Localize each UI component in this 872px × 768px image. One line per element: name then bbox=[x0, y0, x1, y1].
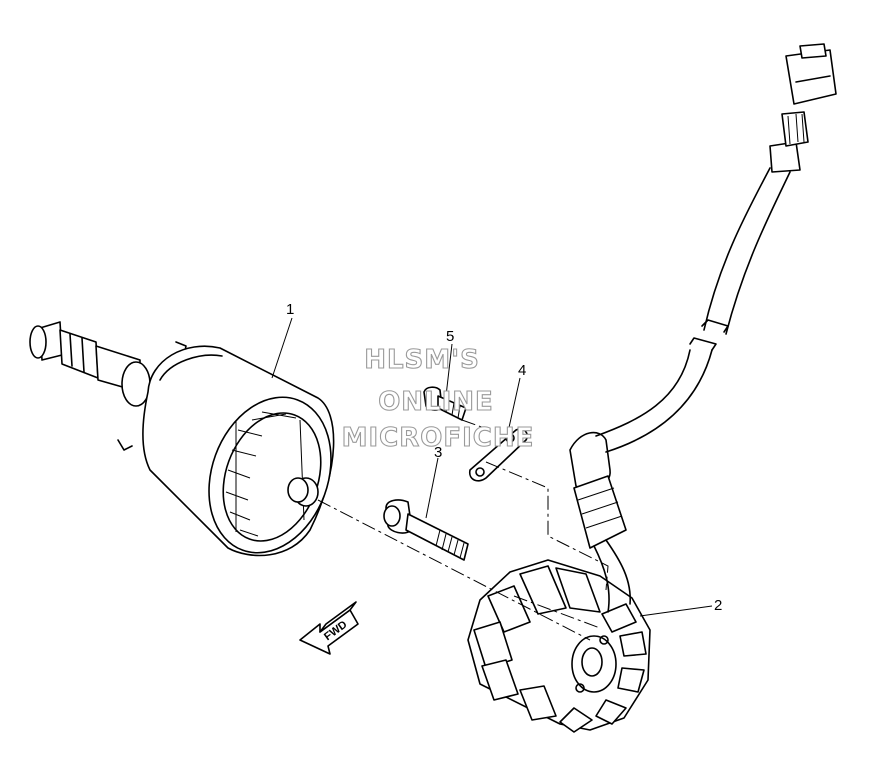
watermark-line-2: ONLINE bbox=[378, 387, 494, 417]
assembly-centerlines bbox=[317, 419, 609, 641]
watermark: HLSM'S ONLINE MICROFICHE bbox=[341, 344, 535, 453]
leader-lines bbox=[271, 317, 713, 617]
callout-3: 3 bbox=[434, 444, 442, 461]
stator-cable bbox=[595, 167, 791, 453]
stator-coil bbox=[467, 559, 651, 733]
rotor-shaft bbox=[29, 321, 187, 451]
callout-5: 5 bbox=[446, 328, 454, 345]
stator-connector bbox=[769, 43, 837, 173]
fwd-arrow-icon: FWD bbox=[299, 601, 359, 655]
watermark-line-1: HLSM'S bbox=[364, 345, 480, 375]
callout-4: 4 bbox=[518, 362, 526, 379]
callout-1: 1 bbox=[286, 301, 294, 318]
part-1-rotor bbox=[29, 321, 335, 557]
rotor-drum bbox=[142, 345, 335, 557]
part-5-screw bbox=[423, 386, 467, 421]
watermark-line-3: MICROFICHE bbox=[342, 423, 535, 453]
part-4-clamp bbox=[468, 428, 529, 482]
part-2-stator bbox=[467, 43, 837, 733]
stator-wire-grommet bbox=[569, 431, 631, 613]
callout-2: 2 bbox=[714, 597, 722, 614]
part-3-bolt bbox=[383, 499, 469, 561]
